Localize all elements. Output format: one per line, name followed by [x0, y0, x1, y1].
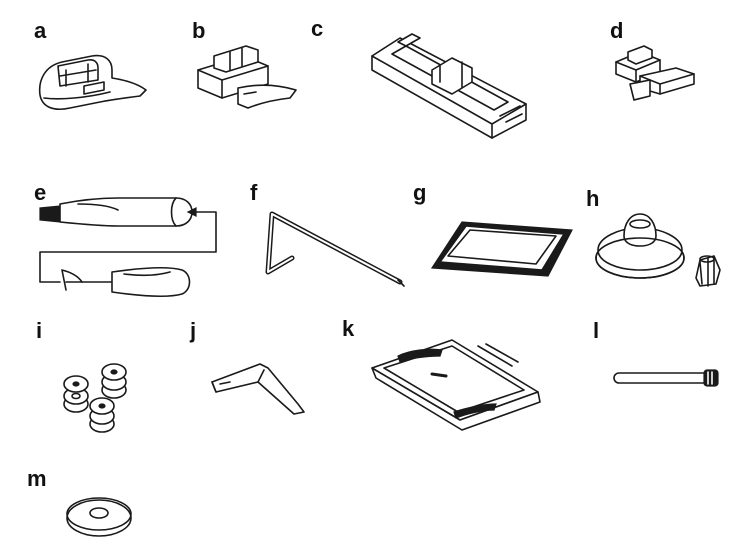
label-h: h [586, 186, 600, 211]
label-a: a [34, 18, 47, 43]
label-f: f [250, 180, 258, 205]
spool-caps-icon [595, 213, 721, 287]
presser-foot-b-icon [197, 45, 297, 109]
accessory-plate-icon [371, 339, 541, 431]
label-k: k [342, 316, 355, 341]
presser-foot-a-icon [38, 54, 147, 111]
buttonhole-foot-icon [371, 33, 527, 139]
bent-wire-icon [265, 211, 405, 287]
label-d: d [610, 18, 624, 43]
label-m: m [27, 466, 47, 491]
label-e: e [34, 180, 47, 205]
rod-icon [613, 369, 719, 387]
label-i: i [36, 318, 43, 343]
sheet-icon [430, 221, 573, 277]
label-j: j [190, 318, 197, 343]
label-c: c [311, 16, 324, 41]
angled-guide-icon [211, 363, 305, 415]
label-g: g [413, 180, 427, 205]
brush-seam-ripper-icon [39, 197, 217, 297]
presser-foot-d-icon [615, 45, 695, 101]
label-l: l [593, 318, 600, 343]
label-b: b [192, 18, 206, 43]
bobbins-icon [63, 363, 127, 433]
washer-icon [66, 497, 132, 537]
